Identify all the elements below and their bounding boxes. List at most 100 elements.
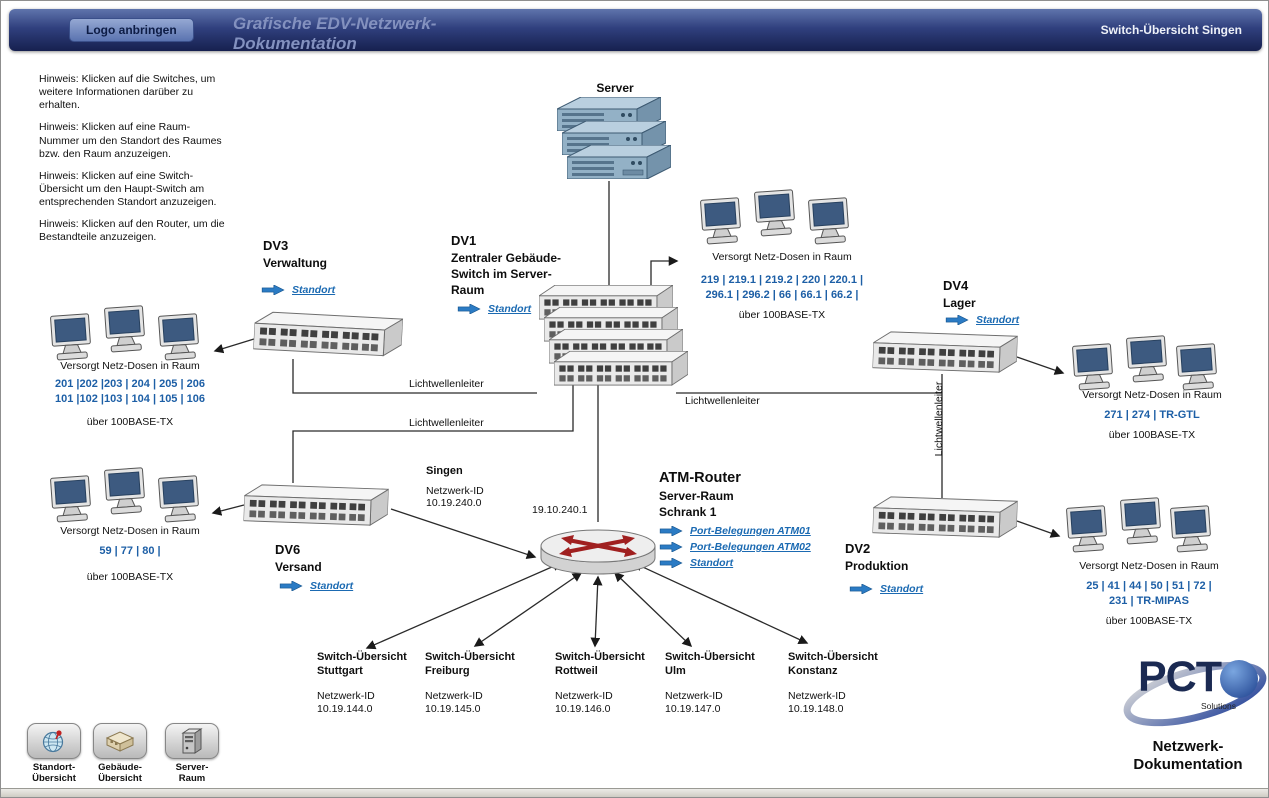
dv3-room-numbers-1[interactable]: 201 |202 |203 | 204 | 205 | 206	[55, 378, 205, 390]
monitor-icon	[753, 189, 796, 237]
globe-icon	[42, 729, 64, 753]
link-arrow-icon	[279, 581, 303, 591]
link-arrow-icon	[659, 558, 683, 568]
site-id-label: Netzwerk-ID	[317, 689, 375, 702]
site-stuttgart[interactable]: Switch-Übersicht Stuttgart Netzwerk-ID 1…	[317, 650, 437, 717]
router-standort-link[interactable]: Standort	[690, 557, 734, 569]
monitor-icon	[49, 313, 92, 361]
hint-switches: Hinweis: Klicken auf die Switches, um we…	[39, 73, 216, 112]
site-network-id: 10.19.148.0	[788, 703, 844, 716]
site-network-id: 10.19.145.0	[425, 703, 481, 716]
dv3-room-numbers-2[interactable]: 101 |102 |103 | 104 | 105 | 106	[55, 392, 205, 405]
site-ulm[interactable]: Switch-Übersicht Ulm Netzwerk-ID 10.19.1…	[665, 650, 785, 717]
site-title: Switch-Übersicht	[317, 651, 407, 663]
port-belegungen-atm02-link[interactable]: Port-Belegungen ATM02	[690, 541, 811, 553]
dv1-room-info: Versorgt Netz-Dosen in Raum 219 | 219.1 …	[687, 251, 877, 321]
dv2-standort-link[interactable]: Standort	[880, 583, 924, 595]
site-name: Singen	[426, 465, 463, 477]
dv6-room-numbers-1[interactable]: 59 | 77 | 80 |	[99, 545, 161, 557]
atm-router[interactable]	[538, 522, 658, 580]
header-bar: Logo anbringen Grafische EDV-Netzwerk- D…	[9, 9, 1262, 53]
dv2-label: DV2 Produktion	[845, 541, 908, 574]
page-title-line1: Grafische EDV-Netzwerk-	[233, 14, 437, 33]
monitor-icon	[1175, 343, 1218, 391]
versorgt-caption: Versorgt Netz-Dosen in Raum	[1079, 560, 1219, 572]
lichtwellenleiter-label: Lichtwellenleiter	[409, 417, 484, 429]
dv4-switch[interactable]	[872, 330, 1019, 377]
port-belegungen-atm01-link[interactable]: Port-Belegungen ATM01	[690, 525, 811, 537]
logo-placeholder-button[interactable]: Logo anbringen	[69, 18, 194, 42]
router-interface-ip: 19.10.240.1	[532, 504, 588, 516]
dv1-desc3: Raum	[451, 283, 485, 298]
site-id-label: Netzwerk-ID	[665, 689, 723, 702]
dv3-standort-link[interactable]: Standort	[292, 284, 336, 296]
router-links: Port-Belegungen ATM01 Port-Belegungen AT…	[659, 525, 811, 569]
workstations-dv3	[49, 305, 200, 361]
atm-router-subtitle2: Schrank 1	[659, 505, 717, 520]
site-konstanz[interactable]: Switch-Übersicht Konstanz Netzwerk-ID 10…	[788, 650, 908, 717]
hint-router: Hinweis: Klicken auf den Router, um die …	[39, 218, 225, 244]
dv2-switch[interactable]	[872, 495, 1019, 542]
dv3-id: DV3	[263, 238, 289, 253]
dv1-id: DV1	[451, 233, 477, 248]
dv3-room-info: Versorgt Netz-Dosen in Raum 201 |202 |20…	[27, 360, 233, 428]
brand-caption: Netzwerk- Dokumentation	[1133, 738, 1243, 773]
server-label: Server	[596, 81, 634, 95]
line-dv4-workstations	[1016, 356, 1065, 375]
dv2-room-numbers-1[interactable]: 25 | 41 | 44 | 50 | 51 | 72 |	[1086, 580, 1212, 592]
site-rottweil[interactable]: Switch-Übersicht Rottweil Netzwerk-ID 10…	[555, 650, 675, 717]
dv2-room-numbers-2[interactable]: 231 | TR-MIPAS	[1109, 594, 1189, 607]
router-link-row-1: Port-Belegungen ATM01	[659, 525, 811, 537]
versorgt-caption: Versorgt Netz-Dosen in Raum	[60, 525, 200, 537]
brand-circle-icon	[1220, 660, 1258, 698]
monitor-icon	[1071, 343, 1114, 391]
dv4-standort-link[interactable]: Standort	[976, 314, 1020, 326]
site-freiburg[interactable]: Switch-Übersicht Freiburg Netzwerk-ID 10…	[425, 650, 545, 717]
dv6-standort-row: Standort	[279, 580, 353, 592]
lichtwellenleiter-label: Lichtwellenleiter	[409, 378, 484, 390]
line-router-freiburg	[473, 572, 583, 647]
standort-uebersicht-button[interactable]	[27, 723, 81, 759]
dv4-room-numbers-1[interactable]: 271 | 274 | TR-GTL	[1104, 409, 1200, 421]
header-switch-uebersicht-link[interactable]: Switch-Übersicht Singen	[1100, 23, 1242, 37]
dv6-switch[interactable]	[243, 483, 390, 530]
versorgt-caption: Versorgt Netz-Dosen in Raum	[712, 251, 852, 263]
dv6-standort-link[interactable]: Standort	[310, 580, 354, 592]
workstations-dv4	[1071, 335, 1218, 391]
hints-block: Hinweis: Klicken auf die Switches, um we…	[39, 73, 227, 253]
brand-solutions-text: Solutions	[1201, 701, 1236, 711]
base-tx-label: über 100BASE-TX	[1105, 614, 1193, 627]
versorgt-caption: Versorgt Netz-Dosen in Raum	[1082, 389, 1222, 401]
site-id-label: Netzwerk-ID	[555, 689, 613, 702]
dv1-desc1: Zentraler Gebäude-	[451, 250, 562, 265]
workstations-dv6	[49, 467, 200, 523]
dv1-room-numbers-2[interactable]: 296.1 | 296.2 | 66 | 66.1 | 66.2 |	[705, 288, 859, 301]
dv3-standort-row: Standort	[261, 284, 335, 296]
site-city: Konstanz	[788, 665, 838, 678]
site-city: Rottweil	[555, 665, 598, 678]
site-network-id: 10.19.146.0	[555, 703, 611, 716]
workstations-dv2	[1065, 497, 1212, 553]
dv1-standort-link[interactable]: Standort	[488, 303, 532, 315]
dv2-id: DV2	[845, 541, 871, 556]
dv4-id: DV4	[943, 278, 969, 293]
dv1-room-numbers-1[interactable]: 219 | 219.1 | 219.2 | 220 | 220.1 |	[700, 274, 864, 286]
dv1-label: DV1 Zentraler Gebäude- Switch im Server-…	[451, 233, 561, 298]
line-dv6-router	[390, 508, 537, 560]
gebaeude-uebersicht-button[interactable]	[93, 723, 147, 759]
monitor-icon	[49, 475, 92, 523]
server-raum-button[interactable]	[165, 723, 219, 759]
dv1-switch-stack[interactable]	[539, 285, 691, 389]
lichtwellenleiter-label: Lichtwellenleiter	[685, 395, 760, 407]
site-id-label: Netzwerk-ID	[788, 689, 846, 702]
link-arrow-icon	[659, 526, 683, 536]
dv3-label: DV3 Verwaltung	[263, 238, 327, 271]
monitor-icon	[1125, 335, 1168, 383]
dv3-switch[interactable]	[252, 307, 405, 365]
dv4-room-info: Versorgt Netz-Dosen in Raum 271 | 274 | …	[1057, 389, 1247, 441]
page-title-line2: Dokumentation	[233, 33, 357, 53]
monitor-icon	[103, 305, 146, 353]
line-dv2-workstations	[1016, 520, 1061, 538]
monitor-icon	[1065, 505, 1108, 553]
